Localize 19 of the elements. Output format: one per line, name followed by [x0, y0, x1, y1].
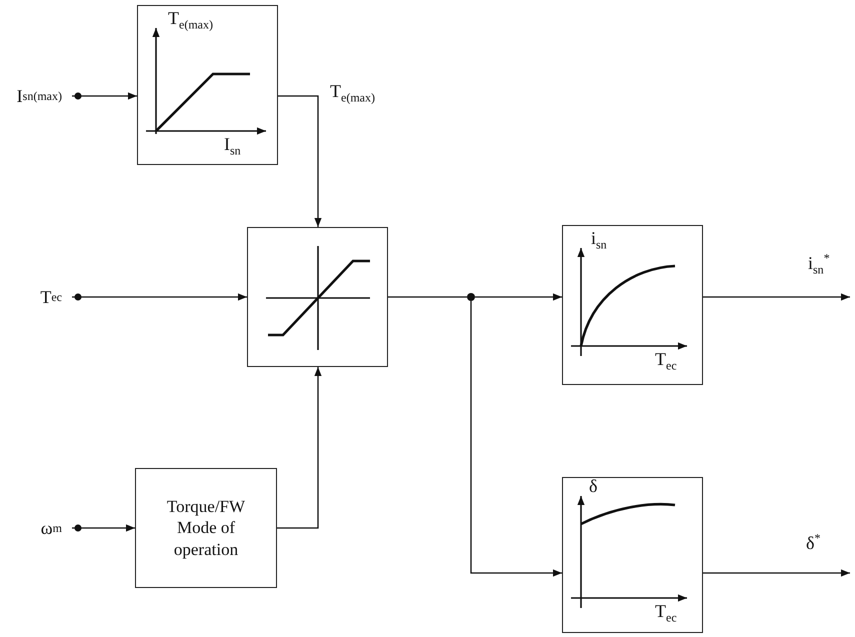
axis-label: I$_{sn}$	[224, 134, 241, 159]
axis-label: δ	[589, 476, 598, 497]
edge-label: T$_{e(max)}$	[330, 82, 375, 105]
signal-arrow	[475, 293, 562, 301]
signal-arrow	[72, 524, 135, 532]
signal-arrow	[470, 301, 562, 577]
block-label: Torque/FW Mode of operation	[166, 496, 246, 560]
axis-label: i$_{sn}$	[591, 228, 607, 253]
signal-arrow	[703, 569, 850, 577]
axis-label: T$_{ec}$	[655, 349, 677, 374]
signal-arrow	[278, 95, 322, 227]
axis-label: T$_{e(max)}$	[168, 8, 213, 33]
signal-arrow	[72, 92, 137, 100]
signal-arrow	[703, 293, 850, 301]
process-block	[135, 468, 277, 588]
axis-label: T$_{ec}$	[655, 601, 677, 626]
signal-arrow	[277, 367, 322, 529]
junction-dot	[467, 293, 475, 301]
signal-arrow	[72, 293, 247, 301]
